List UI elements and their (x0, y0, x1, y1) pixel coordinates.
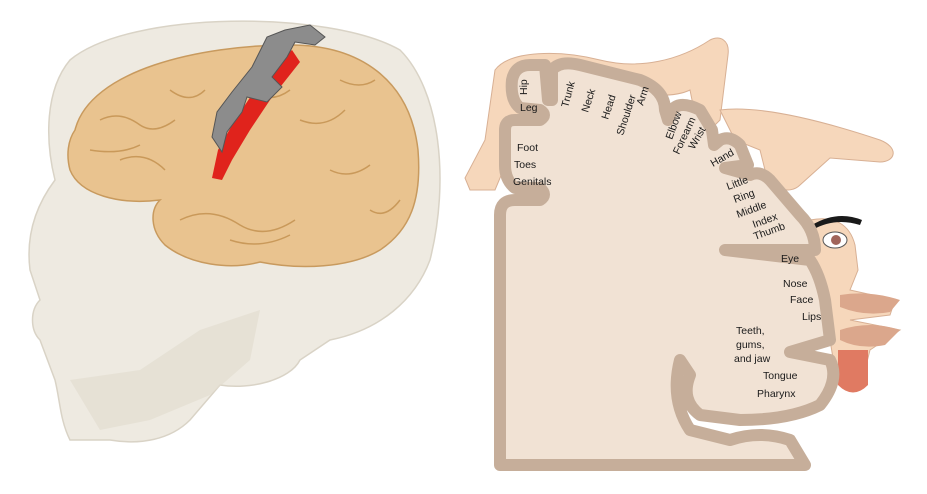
label-tongue: Tongue (763, 370, 798, 382)
label-arm: Arm (634, 85, 651, 107)
label-hip: Hip (518, 79, 530, 95)
tongue (838, 350, 868, 393)
label-toes: Toes (514, 159, 536, 171)
label-nose: Nose (783, 278, 808, 290)
label-pharynx: Pharynx (757, 388, 796, 400)
lips (840, 293, 900, 347)
label-foot: Foot (517, 142, 538, 154)
label-and-jaw: and jaw (734, 353, 771, 365)
skull-brain-illustration (28, 20, 441, 443)
jaw (70, 310, 260, 430)
label-teeth: Teeth, (736, 325, 765, 337)
label-genitals: Genitals (513, 176, 552, 188)
cortex-section (494, 57, 840, 471)
label-leg: Leg (520, 102, 538, 114)
label-lips: Lips (802, 311, 821, 323)
label-gums: gums, (736, 339, 765, 351)
label-face: Face (790, 294, 814, 306)
homunculus-figure (211, 24, 326, 154)
iris (831, 235, 841, 245)
label-eye: Eye (781, 253, 799, 265)
eyebrow (812, 216, 862, 230)
